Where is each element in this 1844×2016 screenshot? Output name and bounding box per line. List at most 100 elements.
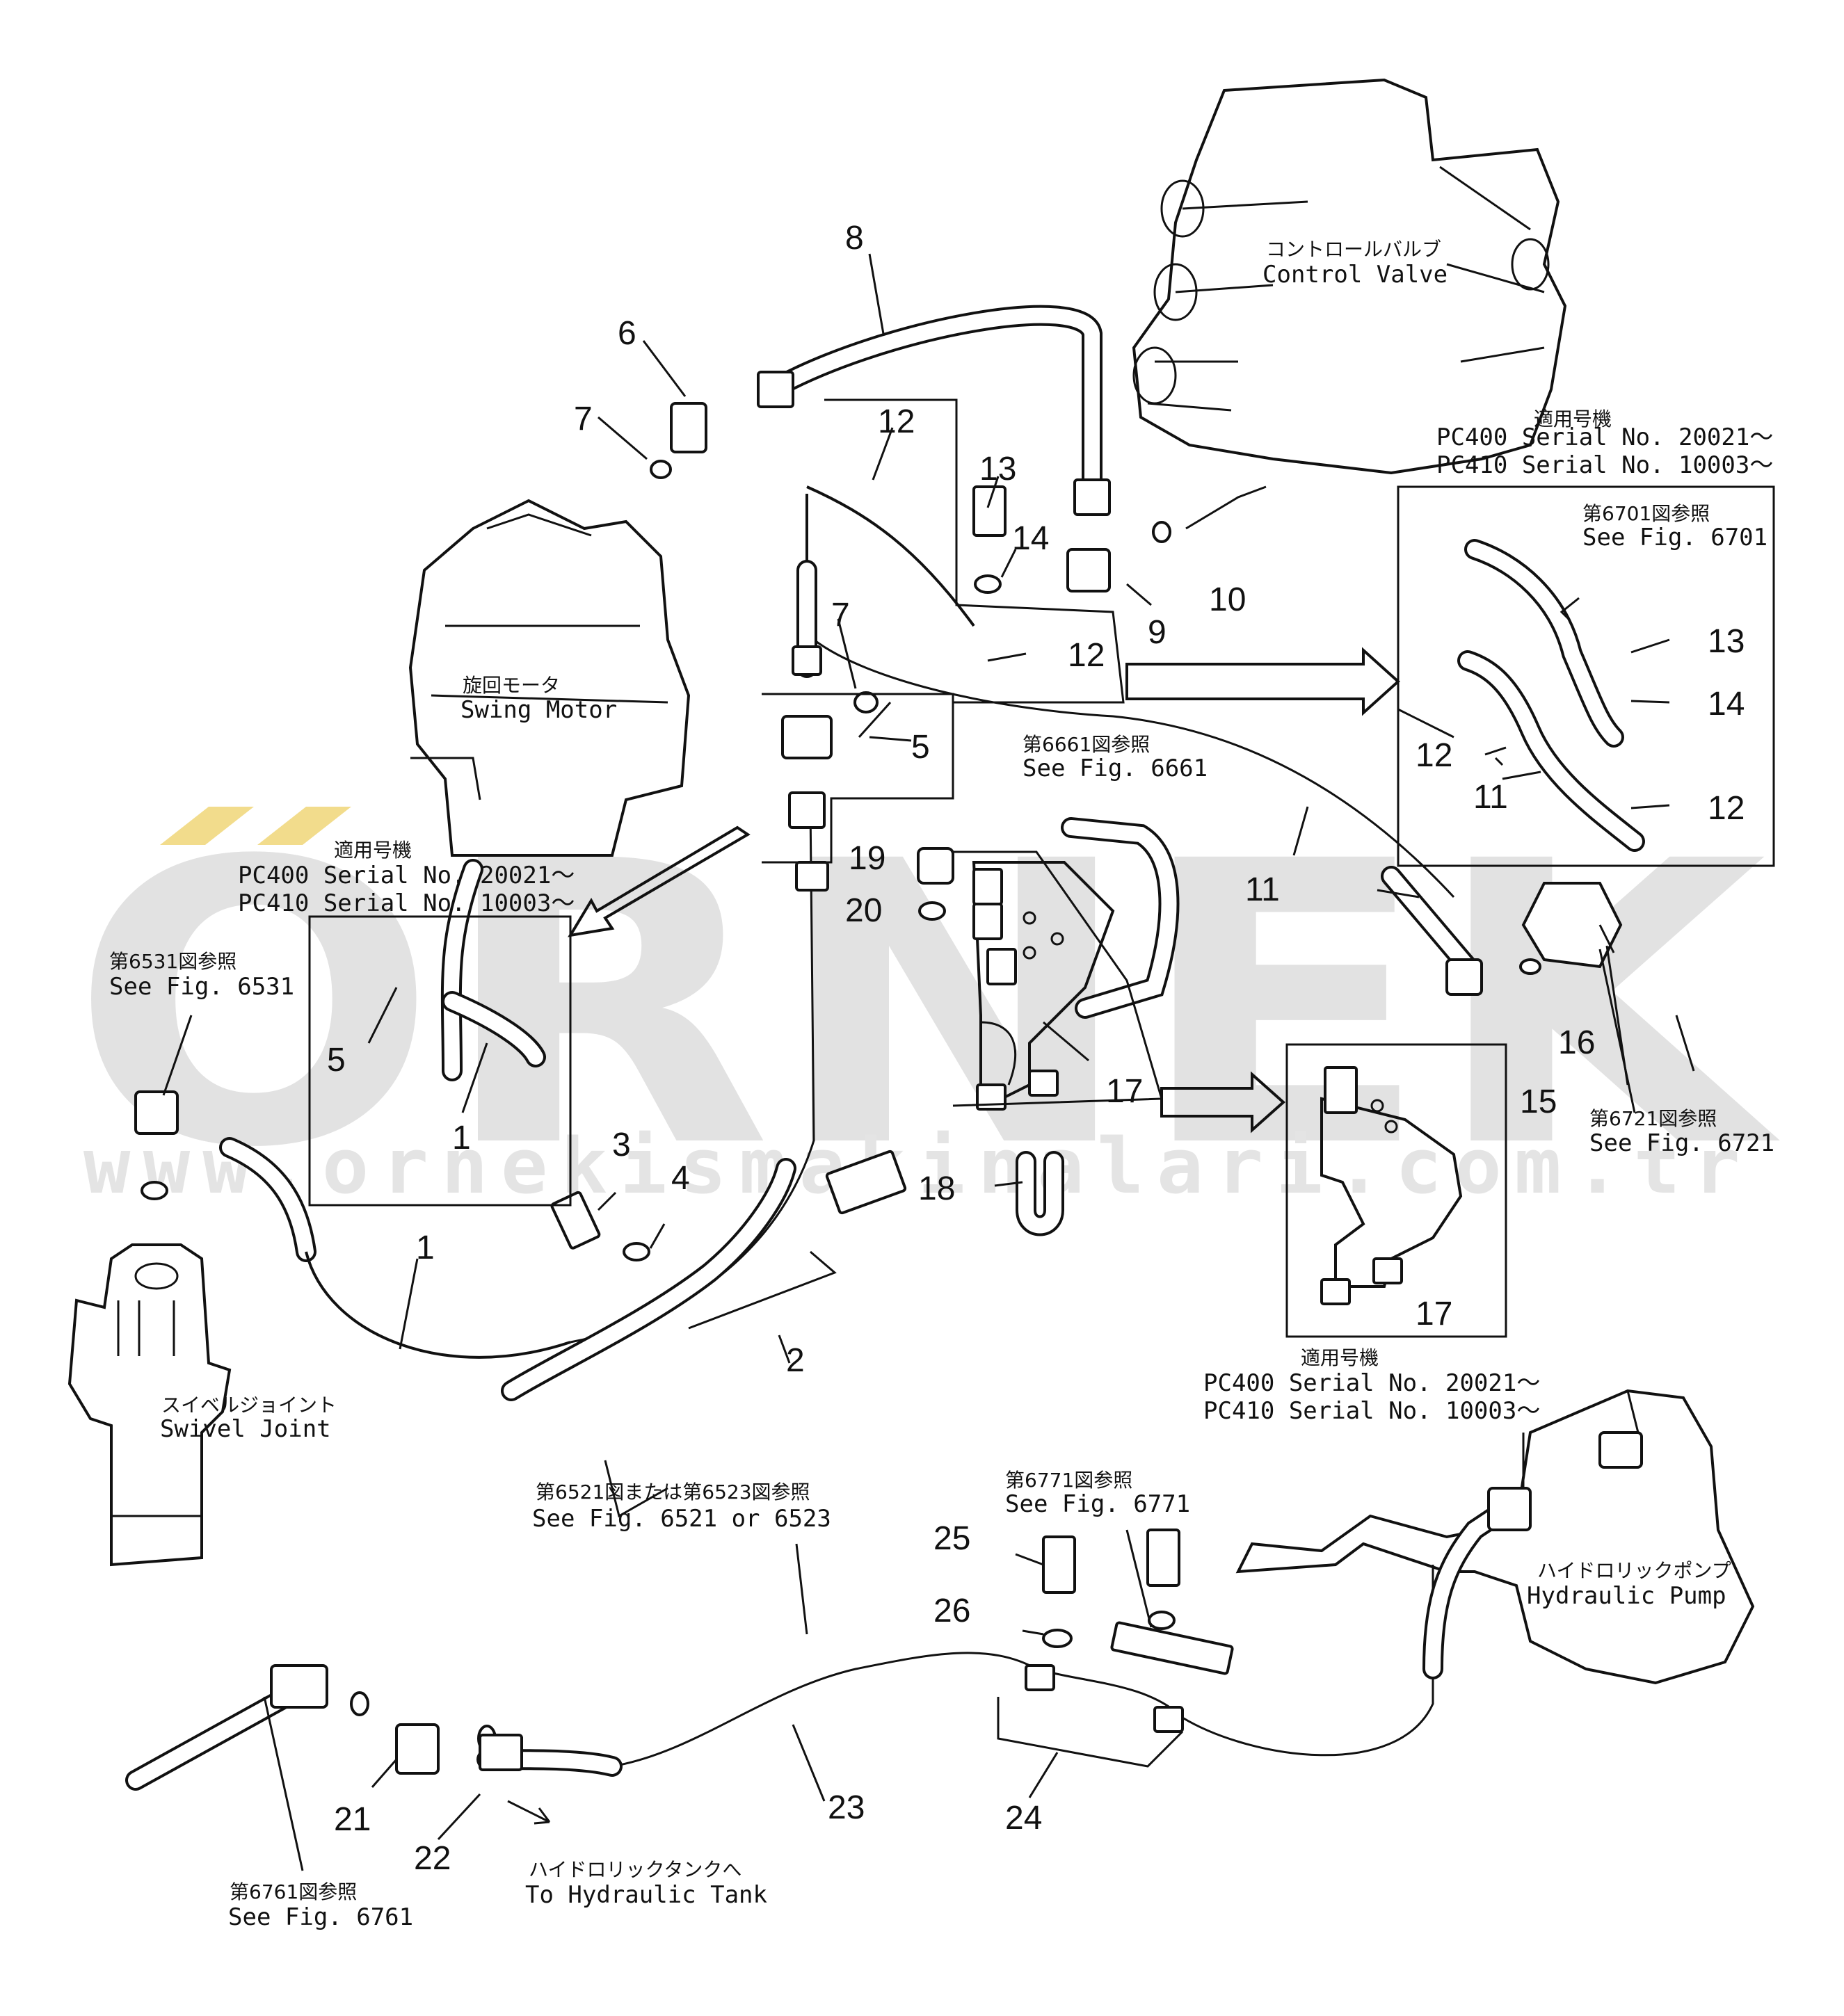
hose-12-nut (792, 645, 822, 676)
swivel-joint-label-en: Swivel Joint (160, 1415, 331, 1443)
washer-14 (974, 574, 1002, 594)
bolt-6771 (1146, 1529, 1180, 1587)
hose-1-nut (788, 791, 826, 829)
hydraulic-tank-label-jp: ハイドロリックタンクへ (529, 1858, 741, 1881)
arrows (507, 647, 1400, 1825)
inset-bracket-17 (1320, 1066, 1463, 1305)
fig-6761-en: See Fig. 6761 (228, 1903, 413, 1931)
inset-bracket-block (1324, 1066, 1358, 1114)
callout-box-12 (824, 398, 1125, 704)
leader-lines (162, 253, 1695, 1871)
hydraulic-pump-label-en: Hydraulic Pump (1527, 1582, 1726, 1610)
fig-6531-en: See Fig. 6531 (109, 973, 294, 1001)
part-number-10: 10 (1209, 581, 1246, 618)
hydraulic-pump: ハイドロリックポンプ Hydraulic Pump (1235, 1389, 1755, 1685)
hoses (125, 305, 1645, 1791)
arrow-to-tank (507, 1800, 551, 1825)
serial-jp-3: 適用号機 (1301, 1346, 1379, 1369)
fig-6701-jp: 第6701図参照 (1582, 502, 1710, 525)
part-number-12-inset-b: 12 (1708, 790, 1745, 827)
part-number-26: 26 (933, 1592, 970, 1629)
oring-6761 (350, 1691, 369, 1716)
hose-23-nut (479, 1734, 523, 1771)
bolt-3 (550, 1191, 601, 1250)
part-numbers: 8 6 7 12 13 14 9 10 12 7 5 19 20 11 17 1… (327, 220, 1745, 1877)
part-number-24: 24 (1005, 1800, 1042, 1837)
hydraulic-pump-label-jp: ハイドロリックポンプ (1537, 1559, 1731, 1582)
control-valve-label-en: Control Valve (1262, 261, 1448, 289)
serial-line2-3: PC410 Serial No. 10003～ (1203, 1397, 1540, 1425)
nut-19 (917, 847, 954, 885)
part-number-25: 25 (933, 1520, 970, 1557)
bracket-block-b (972, 903, 1003, 940)
fig-6761-jp: 第6761図参照 (230, 1880, 357, 1903)
part-number-13: 13 (979, 451, 1016, 487)
hose-8-nut (757, 371, 794, 408)
fig-6661-jp: 第6661図参照 (1023, 733, 1150, 756)
pump-port-6721 (1521, 882, 1623, 969)
clamp-2 (825, 1150, 907, 1215)
swing-motor-label-en: Swing Motor (460, 696, 617, 724)
serial-line1-3: PC400 Serial No. 20021～ (1203, 1369, 1540, 1397)
serial-jp-2: 適用号機 (334, 839, 412, 862)
part-number-12-inset-a: 12 (1416, 737, 1452, 774)
watermark-url: www.ornekismakinalari.com.tr (83, 1122, 1753, 1211)
clamp-24a (1025, 1664, 1055, 1691)
fittings (134, 371, 1643, 1775)
fig-6661-en: See Fig. 6661 (1023, 755, 1208, 782)
oring-7b (853, 691, 879, 713)
hose-pump-nut (1487, 1487, 1532, 1531)
part-number-7-mid: 7 (831, 597, 850, 634)
part-number-12-top: 12 (878, 403, 915, 440)
bracket-17 (972, 861, 1115, 1111)
pump-elbow (1598, 1431, 1643, 1469)
arrow-to-inset-17 (1160, 1071, 1286, 1134)
part-number-14: 14 (1012, 520, 1049, 557)
connector-6531 (134, 1090, 179, 1135)
bracket-block-c (986, 948, 1017, 985)
washer-20 (918, 901, 946, 921)
fig-6701-en: See Fig. 6701 (1582, 524, 1767, 551)
arrow-to-inset-5 (568, 825, 751, 937)
part-number-14-inset: 14 (1708, 686, 1745, 723)
hose-8-end-nut (1073, 478, 1111, 516)
part-number-20: 20 (845, 892, 882, 929)
fig-6771-en: See Fig. 6771 (1005, 1490, 1190, 1518)
component-text: 適用号機 PC400 Serial No. 20021～ PC410 Seria… (109, 408, 1774, 1931)
control-valve: コントロールバルブ Control Valve (1132, 78, 1567, 475)
serial-line1-1: PC400 Serial No. 20021～ (1436, 424, 1773, 451)
watermark-accent-right (257, 807, 351, 845)
watermark-accent-left (160, 807, 254, 845)
part-number-5: 5 (911, 729, 930, 766)
serial-line1-2: PC400 Serial No. 20021～ (238, 862, 575, 889)
part-number-21: 21 (334, 1801, 371, 1838)
part-number-23: 23 (828, 1789, 865, 1826)
swing-motor: 旋回モータ Swing Motor (408, 499, 691, 857)
connector-9 (1066, 548, 1111, 592)
part-number-11: 11 (1245, 871, 1280, 908)
bolt-13 (972, 485, 1007, 537)
part-number-2: 2 (786, 1342, 805, 1379)
part-number-3: 3 (612, 1127, 631, 1163)
elbow-6 (670, 402, 707, 453)
part-number-15: 15 (1520, 1083, 1557, 1120)
washer-26 (1042, 1629, 1073, 1648)
callout-box-17 (952, 850, 1163, 1107)
inset-bracket-foot-b (1372, 1257, 1403, 1284)
arrow-to-inset-6701 (1125, 647, 1400, 716)
washer-6531 (141, 1181, 168, 1200)
fig-6521-jp: 第6521図または第6523図参照 (536, 1481, 810, 1503)
serial-line2-1: PC410 Serial No. 10003～ (1436, 451, 1773, 479)
oring-16 (1519, 958, 1541, 975)
inset-bracket-foot-a (1320, 1278, 1351, 1305)
part-number-4: 4 (671, 1160, 690, 1197)
fig-6521-en: See Fig. 6521 or 6523 (532, 1505, 831, 1533)
swing-motor-label-jp: 旋回モータ (463, 674, 560, 697)
part-number-9: 9 (1148, 614, 1166, 651)
inset-box-17 (1285, 1043, 1507, 1338)
swivel-joint: スイベルジョイント Swivel Joint (67, 1243, 337, 1567)
bolt-25 (1042, 1535, 1076, 1594)
washer-6771 (1148, 1611, 1176, 1630)
part-number-11-inset: 11 (1473, 779, 1508, 816)
part-number-5-inset: 5 (327, 1042, 346, 1079)
